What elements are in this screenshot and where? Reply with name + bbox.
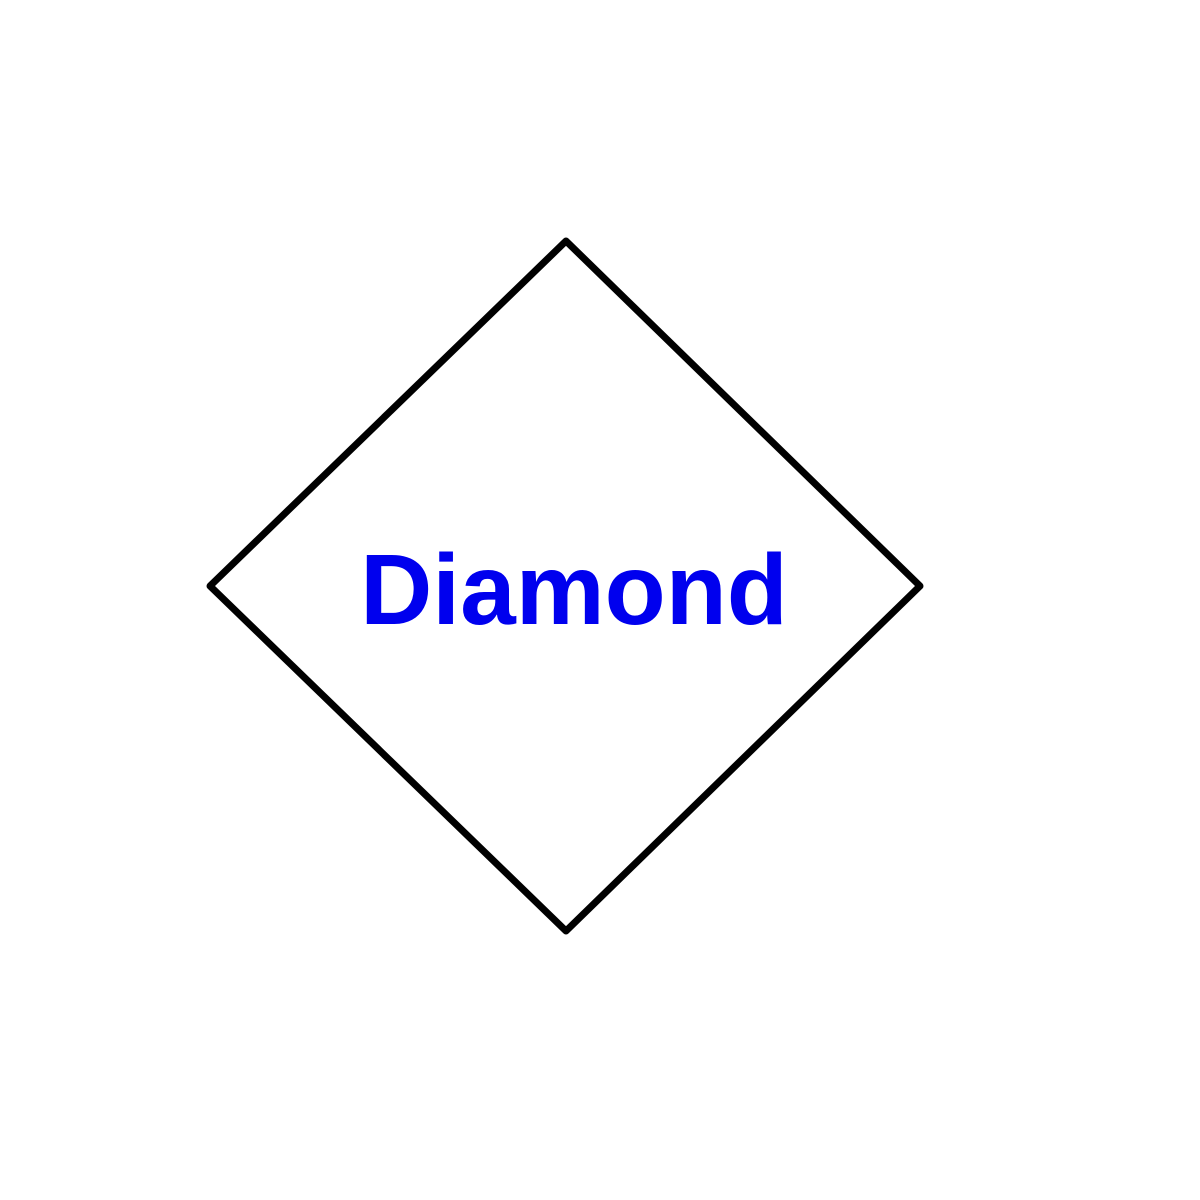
diamond-shape (206, 237, 924, 935)
diamond-label: Diamond (360, 534, 788, 646)
